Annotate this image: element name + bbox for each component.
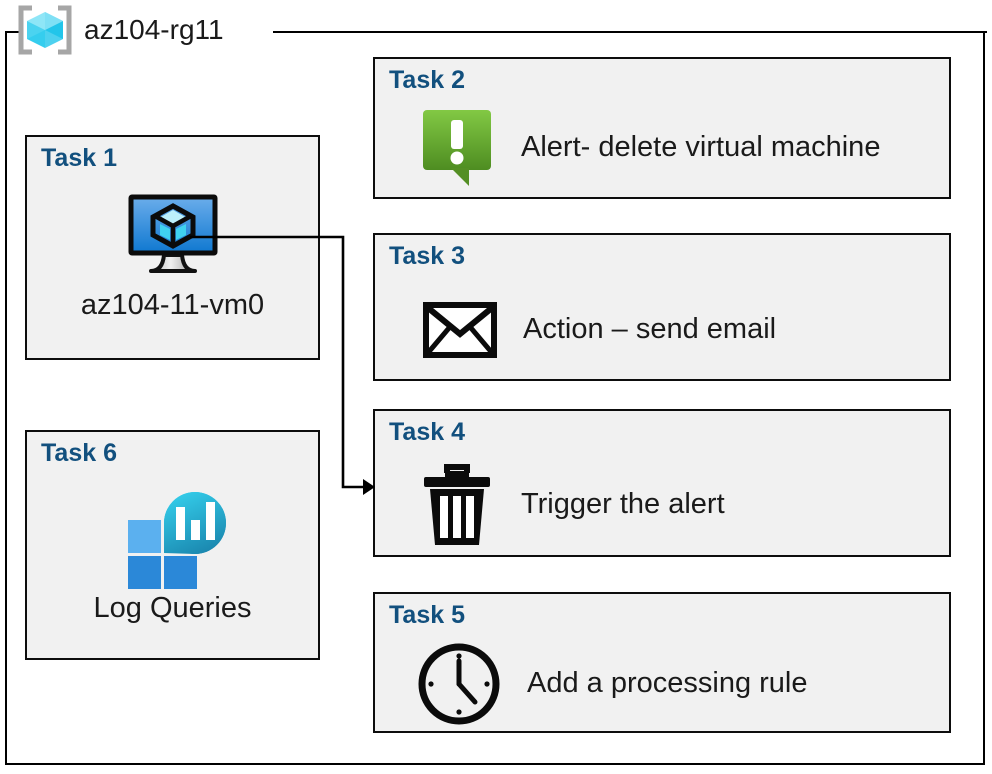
trash-delete-icon [421,463,493,547]
task4-body: Trigger the alert [375,457,949,553]
resource-group-name: az104-rg11 [84,14,224,45]
resource-group-frame [5,31,985,765]
task6-resource-label: Log Queries [93,592,252,624]
resource-group-cube-icon [16,5,74,55]
task-box-task6[interactable]: Task 6 [25,430,320,660]
clock-icon [417,642,501,726]
task-title: Task 5 [389,601,465,629]
task5-description: Add a processing rule [527,667,808,700]
resource-group-frame-top-left-stub [5,31,23,33]
email-envelope-icon [423,302,497,358]
task5-body: Add a processing rule [375,638,949,730]
task1-icon-wrap [27,193,318,279]
task4-description: Trigger the alert [521,488,725,521]
task2-description: Alert- delete virtual machine [521,131,881,164]
task-title: Task 4 [389,418,465,446]
resource-group-frame-top-right-bar [273,31,987,33]
task-box-task5[interactable]: Task 5 Add a processing rule [373,592,951,733]
task3-body: Action – send email [375,285,949,375]
resource-group-label: az104-rg11 [16,4,224,56]
task-box-task2[interactable]: Task 2 Alert- delete virtual machin [373,57,951,199]
task-title: Task 6 [41,439,117,467]
task2-body: Alert- delete virtual machine [375,105,949,191]
task-box-task1[interactable]: Task 1 [25,135,320,360]
task-title: Task 3 [389,242,465,270]
task1-resource-label: az104-11-vm0 [80,289,265,321]
task-title: Task 1 [41,144,117,172]
virtual-machine-icon [125,193,221,279]
log-analytics-icon [118,482,228,589]
task-box-task4[interactable]: Task 4 Trigger the alert [373,409,951,557]
alert-exclamation-icon [421,108,495,188]
task-title: Task 2 [389,66,465,94]
task-box-task3[interactable]: Task 3 Action – send email [373,233,951,381]
task6-icon-wrap [27,482,318,589]
task3-description: Action – send email [523,313,777,346]
